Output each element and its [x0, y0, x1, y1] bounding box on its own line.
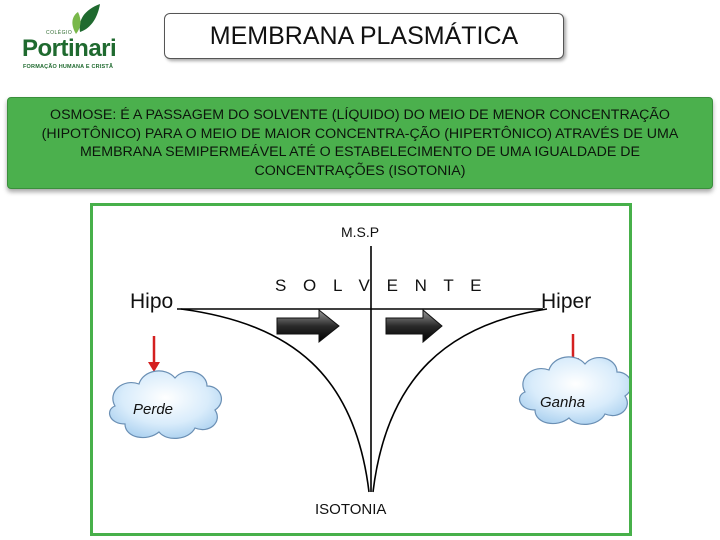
solvent-arrow-1 [276, 308, 340, 344]
membrane-label: M.S.P [341, 224, 380, 240]
right-cloud [518, 356, 629, 425]
hypotonic-label: Hipo [130, 290, 174, 313]
loses-label: Perde [133, 401, 174, 418]
definition-box: OSMOSE: É A PASSAGEM DO SOLVENTE (LÍQUID… [7, 97, 713, 189]
left-red-arrow [148, 336, 160, 372]
isotonia-label: ISOTONIA [315, 501, 387, 518]
page-title: MEMBRANA PLASMÁTICA [164, 13, 564, 59]
logo-tagline: FORMAÇÃO HUMANA E CRISTÃ [23, 64, 114, 70]
leaf-icon [72, 4, 100, 34]
solvent-label: S O L V E N T E [275, 276, 488, 295]
logo-name: Portinari [22, 35, 117, 62]
logo-subtitle: COLÉGIO [46, 30, 73, 36]
solvent-arrow-2 [385, 308, 443, 344]
gains-label: Ganha [540, 394, 586, 411]
definition-text: OSMOSE: É A PASSAGEM DO SOLVENTE (LÍQUID… [41, 107, 679, 179]
hypertonic-label: Hiper [541, 290, 592, 313]
isotonia-curve [180, 308, 548, 493]
left-cloud [108, 370, 223, 439]
osmosis-diagram: M.S.P S O L V E N T E Hipo Hiper Perde G… [90, 203, 632, 536]
portinari-logo: COLÉGIO Portinari FORMAÇÃO HUMANA E CRIS… [18, 4, 128, 74]
diagram-drawing [108, 246, 629, 493]
